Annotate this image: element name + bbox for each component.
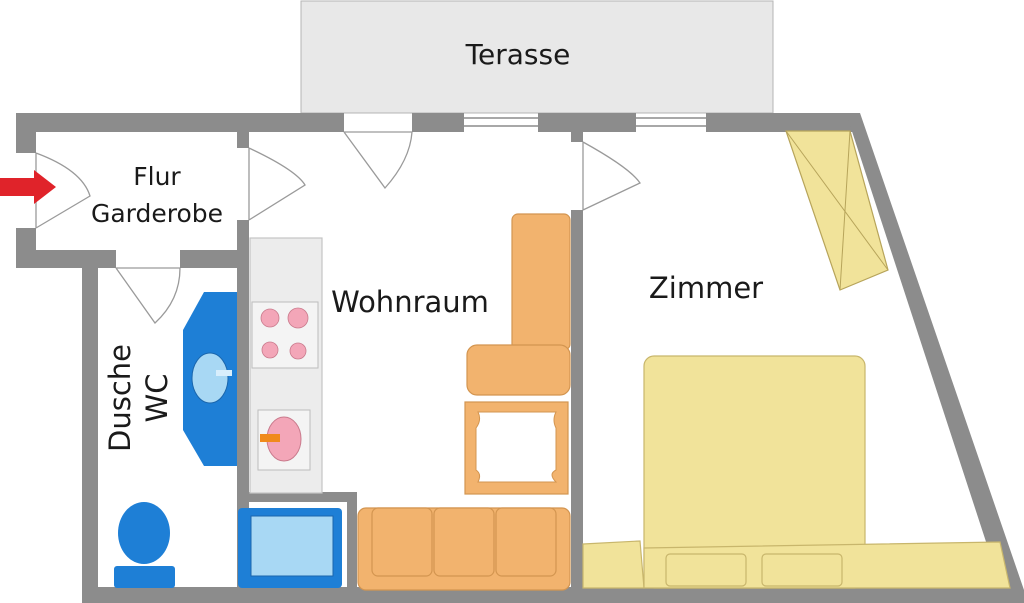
hob bbox=[251, 301, 319, 369]
corner-bench bbox=[466, 213, 571, 396]
hob-burners bbox=[260, 307, 309, 360]
bedroom-bench bbox=[582, 540, 1011, 589]
dining-table bbox=[464, 401, 569, 495]
bath-sink bbox=[191, 352, 229, 404]
doors bbox=[35, 131, 641, 324]
bath-label-line1: Dusche bbox=[103, 344, 137, 452]
bath-sink-tap bbox=[216, 370, 232, 376]
windows bbox=[464, 117, 706, 127]
entry-arrow-icon bbox=[0, 170, 56, 204]
bath-label-line2: WC bbox=[140, 374, 174, 423]
terrace-door bbox=[343, 131, 413, 190]
skylight bbox=[785, 130, 889, 291]
sofa bbox=[357, 507, 571, 591]
living-bedroom-door bbox=[582, 141, 641, 211]
living-label: Wohnraum bbox=[331, 285, 489, 319]
diagonal-wall bbox=[846, 113, 1024, 603]
terrace-label: Terasse bbox=[465, 38, 571, 71]
kitchen-faucet bbox=[260, 434, 280, 442]
shower-tray-inner bbox=[250, 515, 334, 577]
terrace bbox=[300, 0, 774, 114]
walls bbox=[16, 113, 1022, 603]
bedroom-label: Zimmer bbox=[649, 271, 763, 305]
bathroom-door bbox=[115, 267, 181, 324]
hall-label-line2: Garderobe bbox=[91, 199, 223, 228]
hall-living-door bbox=[248, 147, 306, 221]
toilet-icon bbox=[114, 502, 175, 588]
hall-label-line1: Flur bbox=[133, 162, 181, 191]
